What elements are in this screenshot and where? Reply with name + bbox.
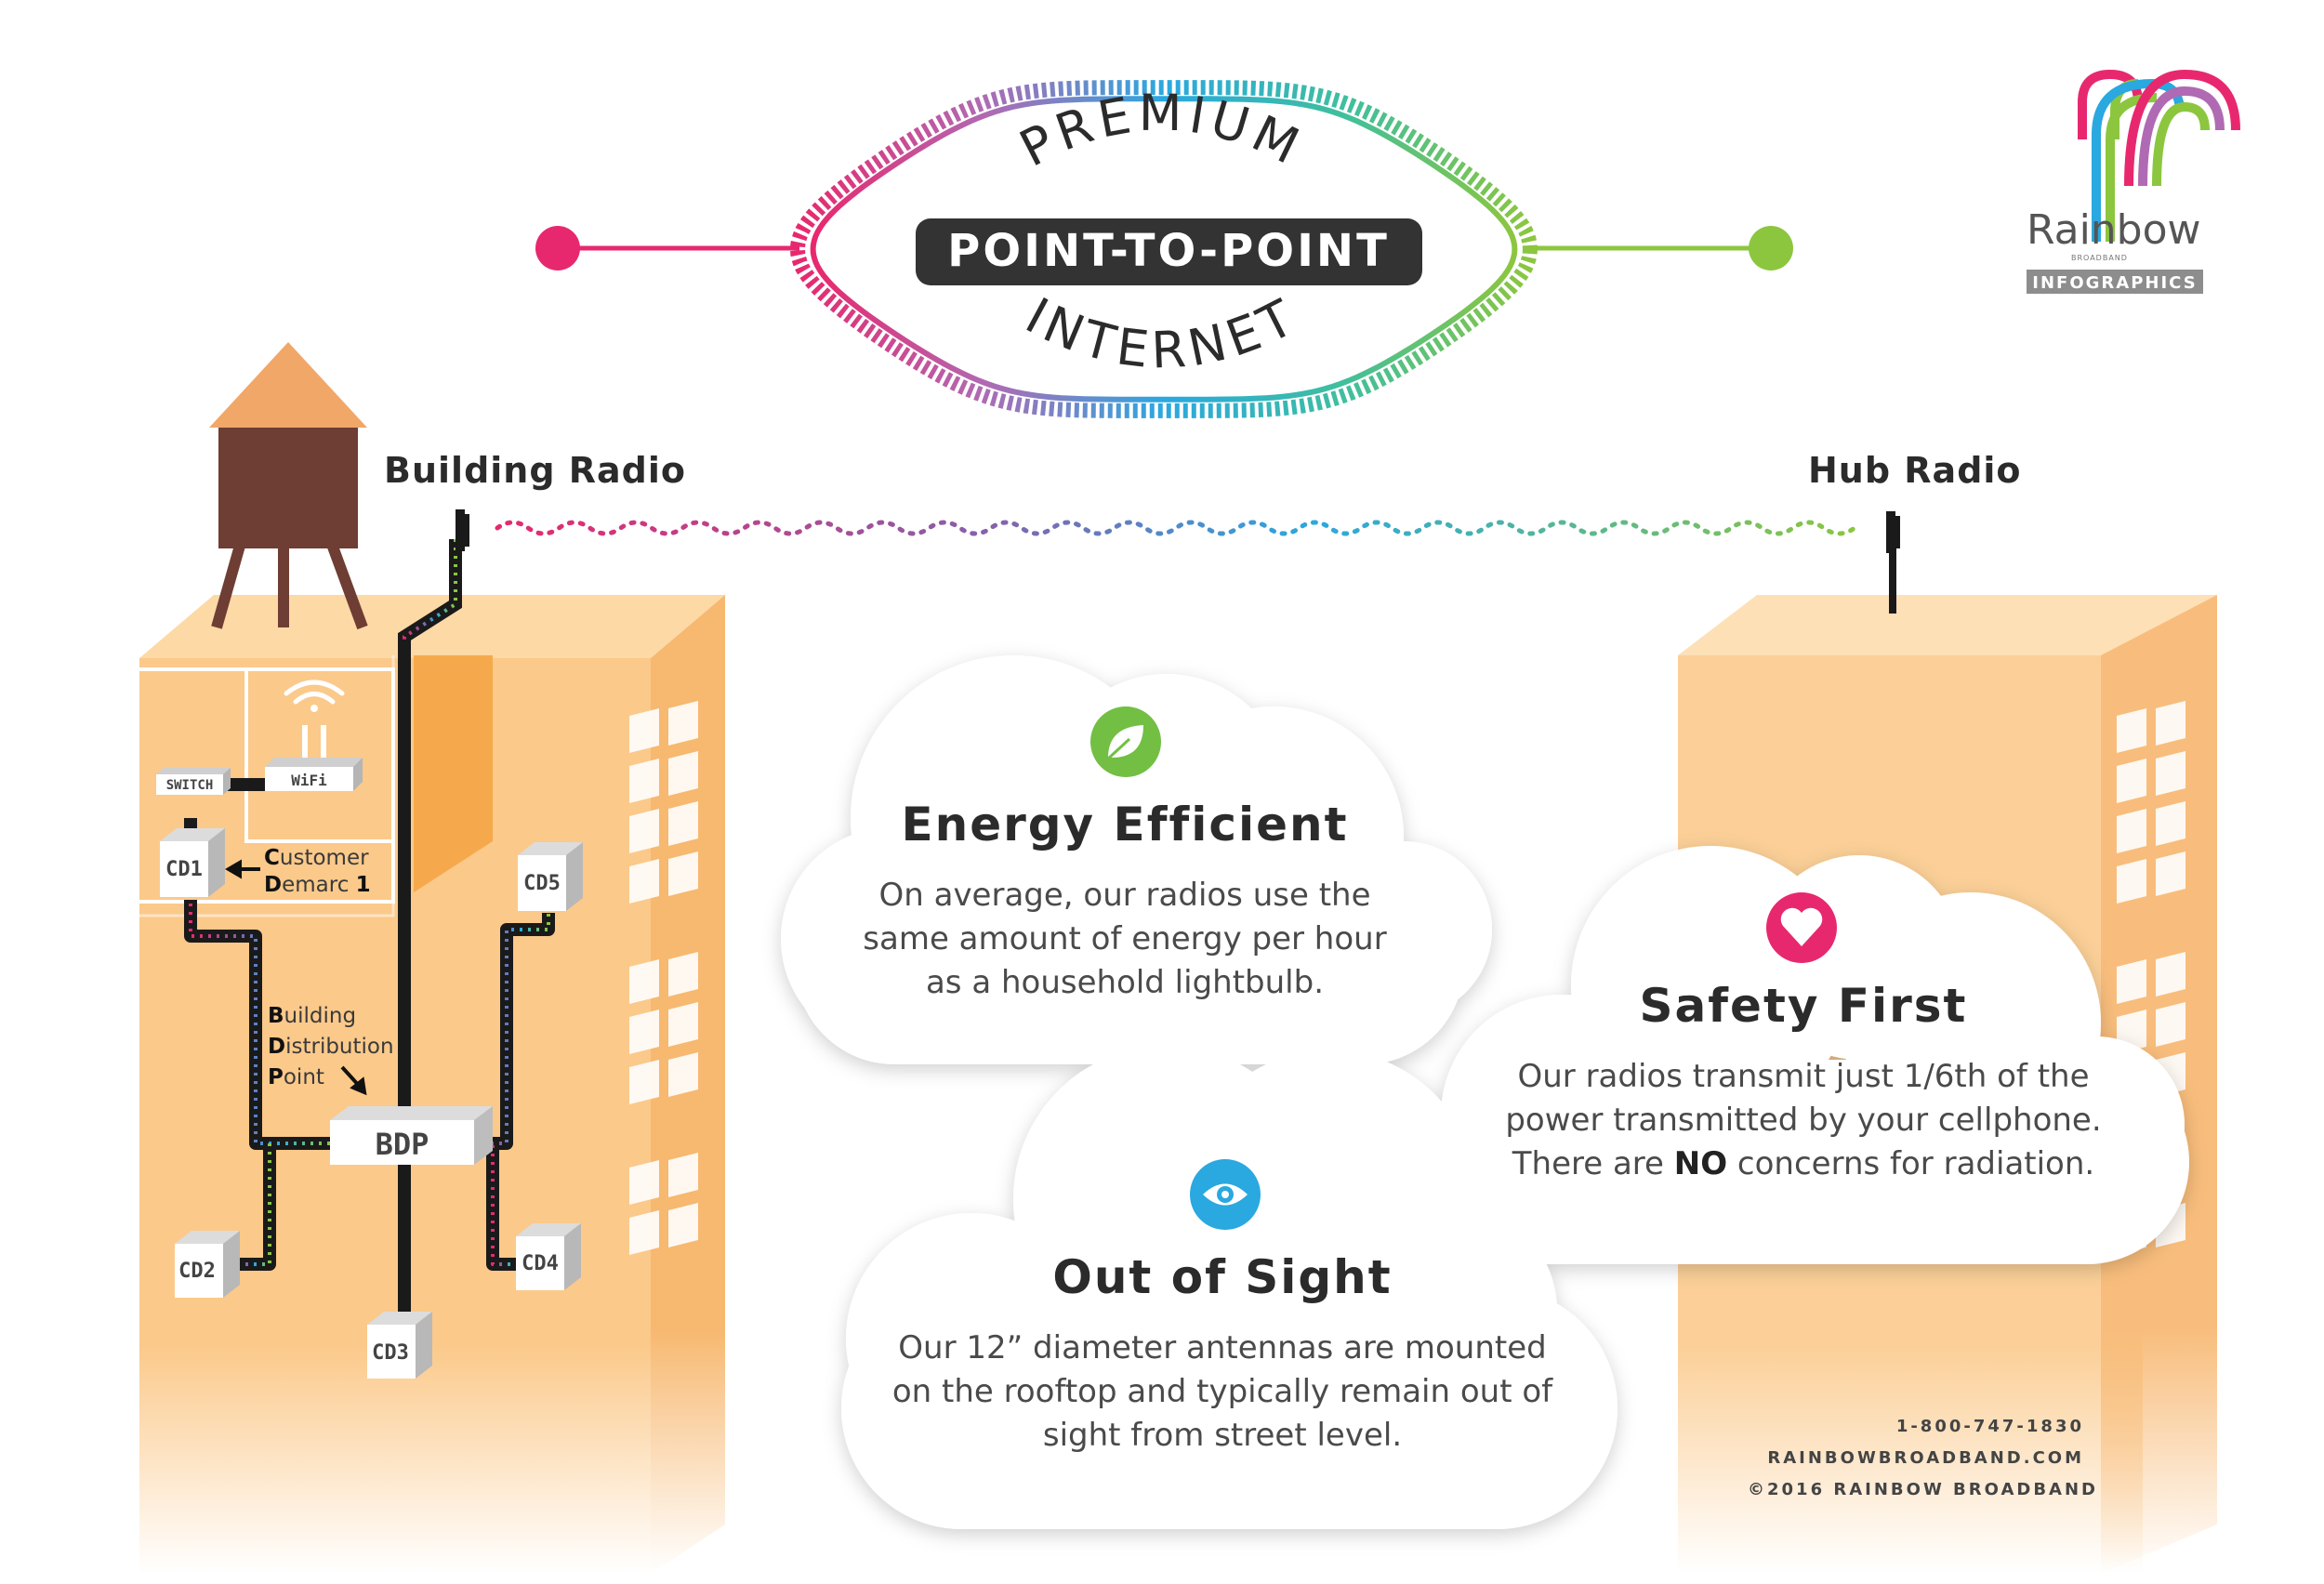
window: [629, 759, 659, 803]
safety-body: Our radios transmit just 1/6th of the po…: [1505, 1058, 2102, 1182]
window: [668, 751, 698, 796]
window: [668, 1203, 698, 1247]
cd1-box: [160, 828, 225, 897]
badge-middle-text: POINT-TO-POINT: [947, 225, 1390, 277]
sight-body: Our 12” diameter antennas are mounted on…: [891, 1329, 1553, 1454]
wifi-label: WiFi: [291, 772, 327, 789]
network-switch: [156, 768, 231, 795]
building-radio-label: Building Radio: [384, 450, 687, 491]
cd3-box: [367, 1312, 432, 1379]
window: [2156, 851, 2185, 896]
window: [2117, 708, 2146, 753]
radio-signal-wave: [495, 520, 1857, 536]
cloud-safety: [1436, 846, 2189, 1264]
window: [668, 1052, 698, 1097]
window: [2156, 701, 2185, 746]
window: [668, 701, 698, 746]
window: [2117, 809, 2146, 853]
cable-signal: [474, 913, 550, 1145]
window: [668, 1002, 698, 1047]
eye-icon: [1190, 1159, 1261, 1230]
footer-copyright: ©2016 RAINBOW BROADBAND: [1748, 1480, 2098, 1499]
sight-title: Out of Sight: [1052, 1250, 1393, 1304]
cd4-label: CD4: [522, 1252, 559, 1275]
window: [629, 1210, 659, 1255]
wifi-router: [265, 680, 363, 791]
arrow-icon: [225, 859, 260, 879]
bdp-label: BDP: [375, 1127, 429, 1162]
window: [2117, 759, 2146, 803]
water-tower: [209, 342, 368, 630]
window: [629, 708, 659, 753]
window: [2156, 952, 2185, 997]
logo-tag: INFOGRAPHICS: [2032, 273, 2197, 293]
window: [629, 1010, 659, 1054]
building-network-diagram: [139, 641, 583, 1379]
window: [629, 809, 659, 853]
customer-demarc-label: Customer Demarc 1: [264, 846, 371, 897]
cd1-label: CD1: [165, 858, 203, 881]
cd5-box: [518, 842, 583, 911]
cable: [184, 900, 330, 1150]
window: [629, 1060, 659, 1104]
leaf-icon: [1090, 706, 1161, 777]
cd5-label: CD5: [523, 872, 561, 895]
window: [629, 959, 659, 1004]
left-building-windows: [629, 701, 698, 1255]
window: [629, 859, 659, 904]
cable-signal: [491, 1145, 516, 1266]
window: [2156, 751, 2185, 796]
energy-title: Energy Efficient: [901, 798, 1349, 851]
window: [668, 1153, 698, 1197]
window: [2156, 1002, 2185, 1047]
window: [668, 801, 698, 846]
heart-icon: [1766, 892, 1837, 963]
energy-body: On average, our radios use the same amou…: [863, 877, 1387, 1001]
hub-radio-label: Hub Radio: [1808, 450, 2022, 491]
rainbow-logo: Rainbow BROADBAND INFOGRAPHICS: [2027, 69, 2240, 294]
window: [2117, 959, 2146, 1004]
footer-phone: 1-800-747-1830: [1895, 1417, 2084, 1436]
switch-label: SWITCH: [165, 778, 214, 793]
logo-brand: Rainbow: [2027, 206, 2201, 254]
window: [2156, 801, 2185, 846]
footer-website: RAINBOWBROADBAND.COM: [1767, 1448, 2084, 1468]
bdp-box: [330, 1106, 493, 1165]
cd2-label: CD2: [178, 1260, 216, 1283]
cloud-sight: [841, 1046, 1618, 1529]
window: [629, 1160, 659, 1205]
cd3-label: CD3: [372, 1341, 409, 1365]
title-badge: PREMIUM INTERNET POINT-TO-POINT: [535, 80, 1793, 418]
cable: [232, 1143, 276, 1271]
cd4-box: [516, 1223, 581, 1290]
wifi-icon: [284, 680, 345, 712]
logo-brand-sub: BROADBAND: [2071, 254, 2128, 262]
window: [2117, 859, 2146, 904]
safety-title: Safety First: [1639, 979, 1968, 1033]
cd2-box: [175, 1231, 240, 1298]
distribution-point-label: Building Distribution Point: [268, 1004, 394, 1089]
window: [668, 952, 698, 997]
arrow-icon: [340, 1065, 367, 1096]
window: [668, 851, 698, 896]
hub-radio-antenna: [1886, 511, 1900, 614]
